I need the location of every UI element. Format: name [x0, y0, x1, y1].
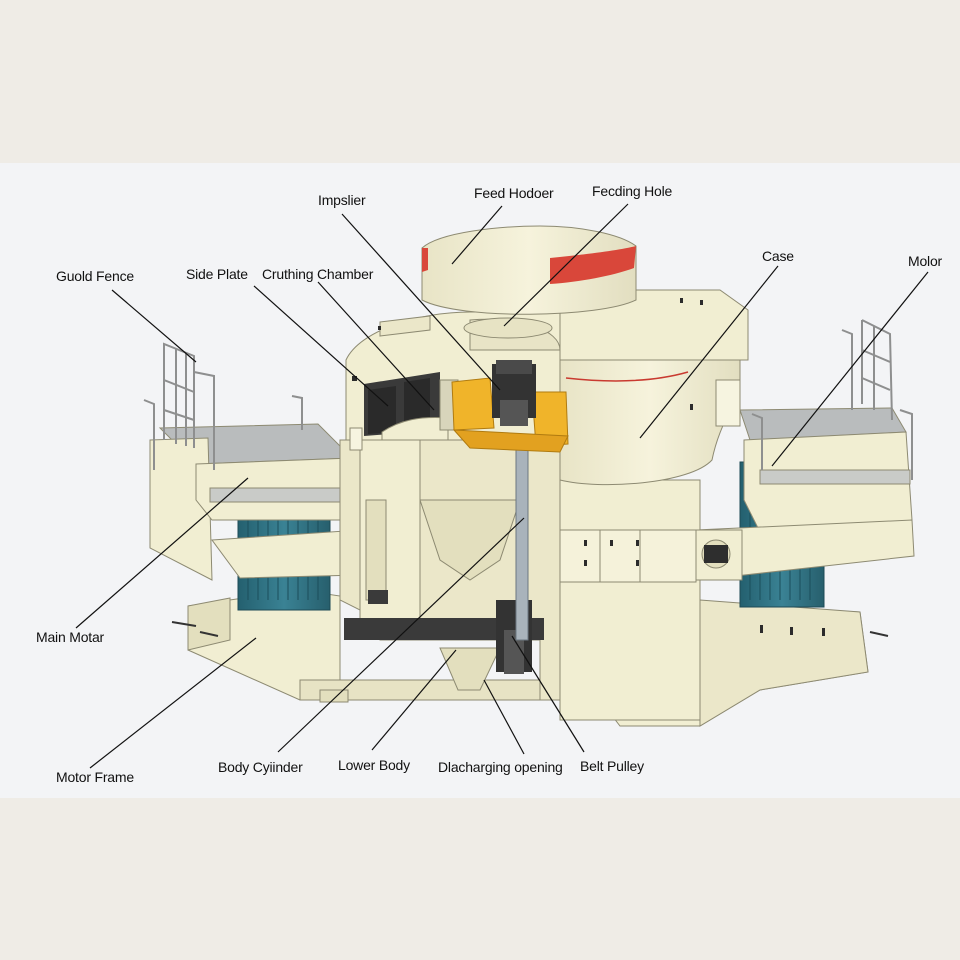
impeller-label: Impslier — [318, 192, 366, 208]
feeding-hole — [463, 317, 553, 339]
impeller-leader — [341, 213, 501, 391]
discharging-opening-leader — [483, 679, 525, 755]
lower-body-label: Lower Body — [338, 757, 410, 773]
body-cylinder-leader — [277, 517, 525, 753]
feeding-hole-leader — [503, 203, 629, 327]
side-plate-label: Side Plate — [186, 266, 248, 282]
main-motor-label: Main Motar — [36, 629, 105, 645]
motor-leader — [771, 271, 929, 467]
feeding-hole-label: Fecding Hole — [592, 183, 673, 199]
right-platform — [695, 407, 915, 581]
guard-fence-leader — [111, 289, 197, 363]
crushing-chamber-label: Cruthing Chamber — [262, 266, 374, 282]
leader-lines — [75, 203, 929, 769]
belt-pulley — [344, 600, 544, 674]
shaft — [515, 419, 529, 641]
case-leader — [639, 265, 779, 439]
lower-body-leader — [371, 649, 457, 751]
motor-frame-leader — [89, 637, 257, 769]
side-plate-leader — [253, 285, 389, 407]
case — [559, 289, 749, 486]
left-platform — [149, 423, 361, 581]
discharging-opening-label: Dlacharging opening — [438, 759, 563, 775]
guard-fence — [143, 319, 913, 480]
motor-frame-label: Motor Frame — [56, 769, 134, 785]
motor-label: Molor — [908, 253, 943, 269]
body-cylinder-label: Body Cyiinder — [218, 759, 303, 775]
feed-hopper-label: Feed Hodoer — [474, 185, 554, 201]
body-cylinder — [559, 479, 743, 721]
feed-hopper-leader — [451, 205, 503, 265]
belt-pulley-leader — [511, 635, 585, 753]
main-motor-leader — [75, 477, 249, 629]
crushing-chamber — [364, 372, 449, 441]
impeller — [451, 360, 569, 453]
guard-fence-label: Guold Fence — [56, 268, 134, 284]
case-label: Case — [762, 248, 794, 264]
central-column — [359, 439, 421, 621]
belt-pulley-label: Belt Pulley — [580, 758, 644, 774]
crushing-chamber-leader — [317, 281, 435, 411]
